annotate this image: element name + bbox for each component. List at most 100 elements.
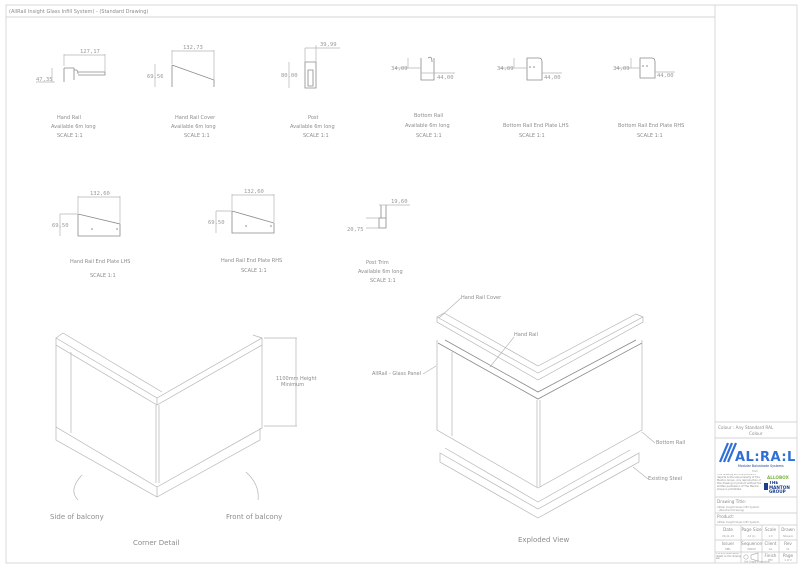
third-angle-projection-icon (743, 552, 759, 562)
svg-text:Bottom Rail End Plate LHS: Bottom Rail End Plate LHS (503, 123, 569, 129)
svg-text:Client: Client (764, 541, 776, 546)
svg-text:80,00: 80,00 (281, 73, 298, 79)
svg-text:44,00: 44,00 (657, 73, 674, 79)
svg-text:132,73: 132,73 (183, 45, 203, 51)
sheet-border (5, 4, 798, 564)
svg-text:A3 (L): A3 (L) (748, 534, 756, 538)
svg-text:Issuer: Issuer (722, 541, 735, 546)
profile-hand-rail: 127,17 47,35 Hand Rail Available 6m long… (36, 49, 106, 139)
svg-text:Colour: Colour (749, 431, 763, 436)
svg-text:Available 6m long: Available 6m long (171, 124, 216, 130)
doubt-note: If in any doubt about details on this dr… (716, 553, 741, 560)
svg-text:SCALE 1:1: SCALE 1:1 (184, 133, 210, 139)
svg-text:SCALE 1:1: SCALE 1:1 (637, 133, 663, 139)
svg-text:Available 6m long: Available 6m long (358, 269, 403, 275)
svg-text:Side of balcony: Side of balcony (50, 513, 104, 521)
svg-text:69,56: 69,56 (147, 74, 164, 80)
svg-text:69,50: 69,50 (208, 220, 225, 226)
svg-text:AllRail Insight Glass Infill S: AllRail Insight Glass Infill System (717, 520, 760, 524)
svg-text:47,35: 47,35 (36, 77, 53, 83)
corner-detail-drawing: 1100mm Height Minimum Side of balcony Fr… (50, 332, 317, 547)
svg-text:Available 6m long: Available 6m long (51, 124, 96, 130)
svg-text:SCALE 1:1: SCALE 1:1 (57, 133, 83, 139)
svg-text:Hand Rail Cover: Hand Rail Cover (461, 295, 502, 301)
svg-text:00000: 00000 (747, 547, 756, 551)
disclaimer-text: This drawing and the product it depicts … (717, 474, 762, 491)
svg-text:69,50: 69,50 (52, 223, 69, 229)
svg-text:34,09: 34,09 (613, 66, 630, 72)
svg-text:AllRail Insight Glass Infill S: AllRail Insight Glass Infill System (717, 505, 760, 509)
svg-text:Page Size: Page Size (741, 527, 761, 532)
svg-text:44,00: 44,00 (544, 75, 561, 81)
svg-text:Page: Page (783, 553, 794, 558)
svg-text:Sequence: Sequence (741, 541, 762, 546)
svg-text:Post Trim: Post Trim (366, 260, 389, 266)
svg-text:Bottom Rail: Bottom Rail (656, 440, 685, 446)
svg-text:Exploded View: Exploded View (518, 536, 570, 544)
title-block: Colour : Any Standard RAL Colour AL:RA:L… (715, 421, 797, 563)
svg-text:Rev: Rev (784, 541, 792, 546)
svg-text:Hand Rail Cover: Hand Rail Cover (175, 115, 216, 121)
svg-text:SCALE 1:1: SCALE 1:1 (241, 268, 267, 274)
svg-text:from: from (752, 469, 759, 473)
svg-text:39,99: 39,99 (320, 42, 337, 48)
svg-text:127,17: 127,17 (80, 49, 100, 55)
svg-text:- (Standard Drawing): - (Standard Drawing) (717, 508, 744, 512)
svg-text:Hand Rail End Plate RHS: Hand Rail End Plate RHS (221, 258, 282, 264)
svg-text:Front of balcony: Front of balcony (226, 513, 282, 521)
svg-text:132,60: 132,60 (244, 189, 264, 195)
profile-post: 39,99 80,00 Post Available 6m long SCALE… (281, 42, 340, 139)
svg-text:132,60: 132,60 (90, 191, 110, 197)
svg-text:1:3: 1:3 (768, 534, 773, 538)
svg-text:Bottom Rail End Plate RHS: Bottom Rail End Plate RHS (618, 123, 684, 129)
profile-hand-rail-end-plate-lhs: 132,60 69,50 Hand Rail End Plate LHS SCA… (52, 191, 130, 279)
manton-shield-icon (764, 483, 768, 490)
svg-text:1 of 2: 1 of 2 (784, 558, 792, 562)
profile-bottom-rail-end-plate-lhs: 34,09 44,00 Bottom Rail End Plate LHS SC… (497, 57, 569, 139)
svg-text:SCALE 1:1: SCALE 1:1 (416, 133, 442, 139)
profile-hand-rail-end-plate-rhs: 132,60 69,50 Hand Rail End Plate RHS SCA… (208, 189, 282, 274)
allrail-logo: AL:RA:L Modular Balustrade Systems (718, 442, 796, 468)
svg-text:Finish: Finish (765, 553, 777, 558)
svg-text:Drawing Title:: Drawing Title: (717, 499, 746, 504)
svg-text:Modular Balustrade Systems: Modular Balustrade Systems (738, 464, 784, 468)
svg-text:44,00: 44,00 (437, 75, 454, 81)
allobox-logo: ALLOBOX (767, 475, 790, 480)
profile-bottom-rail-end-plate-rhs: 34,09 44,00 Bottom Rail End Plate RHS SC… (613, 57, 684, 139)
svg-text:Available 6m long: Available 6m long (405, 123, 450, 129)
svg-text:SCALE 1:1: SCALE 1:1 (303, 133, 329, 139)
svg-text:Available 6m long: Available 6m long (290, 124, 335, 130)
svg-text:1100mm Height: 1100mm Height (276, 376, 317, 382)
svg-text:34,09: 34,09 (497, 66, 514, 72)
svg-text:Colour : Any Standard RAL: Colour : Any Standard RAL (718, 425, 774, 430)
svg-text:Corner Detail: Corner Detail (133, 539, 179, 547)
svg-text:Minimum: Minimum (281, 382, 304, 388)
svg-text:Scale: Scale (765, 527, 777, 532)
svg-text:V1: V1 (786, 547, 790, 551)
svg-text:Drawn: Drawn (781, 527, 795, 532)
profile-hand-rail-cover: 132,73 69,56 Hand Rail Cover Available 6… (147, 45, 216, 139)
svg-text:AL:RA:L: AL:RA:L (735, 450, 796, 465)
profile-bottom-rail: 34,09 44,00 Bottom Rail Available 6m lon… (391, 56, 455, 139)
svg-text:SCALE 1:1: SCALE 1:1 (370, 278, 396, 284)
manton-group-logo: THE MANTON GROUP (769, 481, 790, 495)
svg-text:ShaunA: ShaunA (783, 534, 793, 538)
svg-text:Hand Rail: Hand Rail (57, 115, 81, 121)
svg-text:AllRail - Glass Panel: AllRail - Glass Panel (372, 371, 421, 377)
drawing-title: (AllRail Insight Glass Infill System) - … (9, 9, 148, 15)
svg-text:34,09: 34,09 (391, 66, 408, 72)
svg-text:19,60: 19,60 (391, 199, 408, 205)
svg-text:Hand Rail: Hand Rail (514, 332, 538, 338)
exploded-view-drawing: Hand Rail Cover Hand Rail AllRail - Glas… (372, 295, 685, 544)
svg-text:Hand Rail End Plate LHS: Hand Rail End Plate LHS (70, 259, 130, 265)
profile-post-trim: 19,60 20,75 Post Trim Available 6m long … (347, 199, 410, 284)
svg-text:20,75: 20,75 (347, 227, 364, 233)
svg-text:Bottom Rail: Bottom Rail (414, 113, 443, 119)
svg-text:Product:: Product: (717, 514, 734, 519)
svg-text:PPC: PPC (768, 558, 773, 562)
svg-text:29-11-19: 29-11-19 (722, 534, 734, 538)
svg-text:GL: GL (769, 547, 773, 551)
svg-text:SCALE 1:1: SCALE 1:1 (519, 133, 545, 139)
svg-text:MBL: MBL (725, 547, 731, 551)
